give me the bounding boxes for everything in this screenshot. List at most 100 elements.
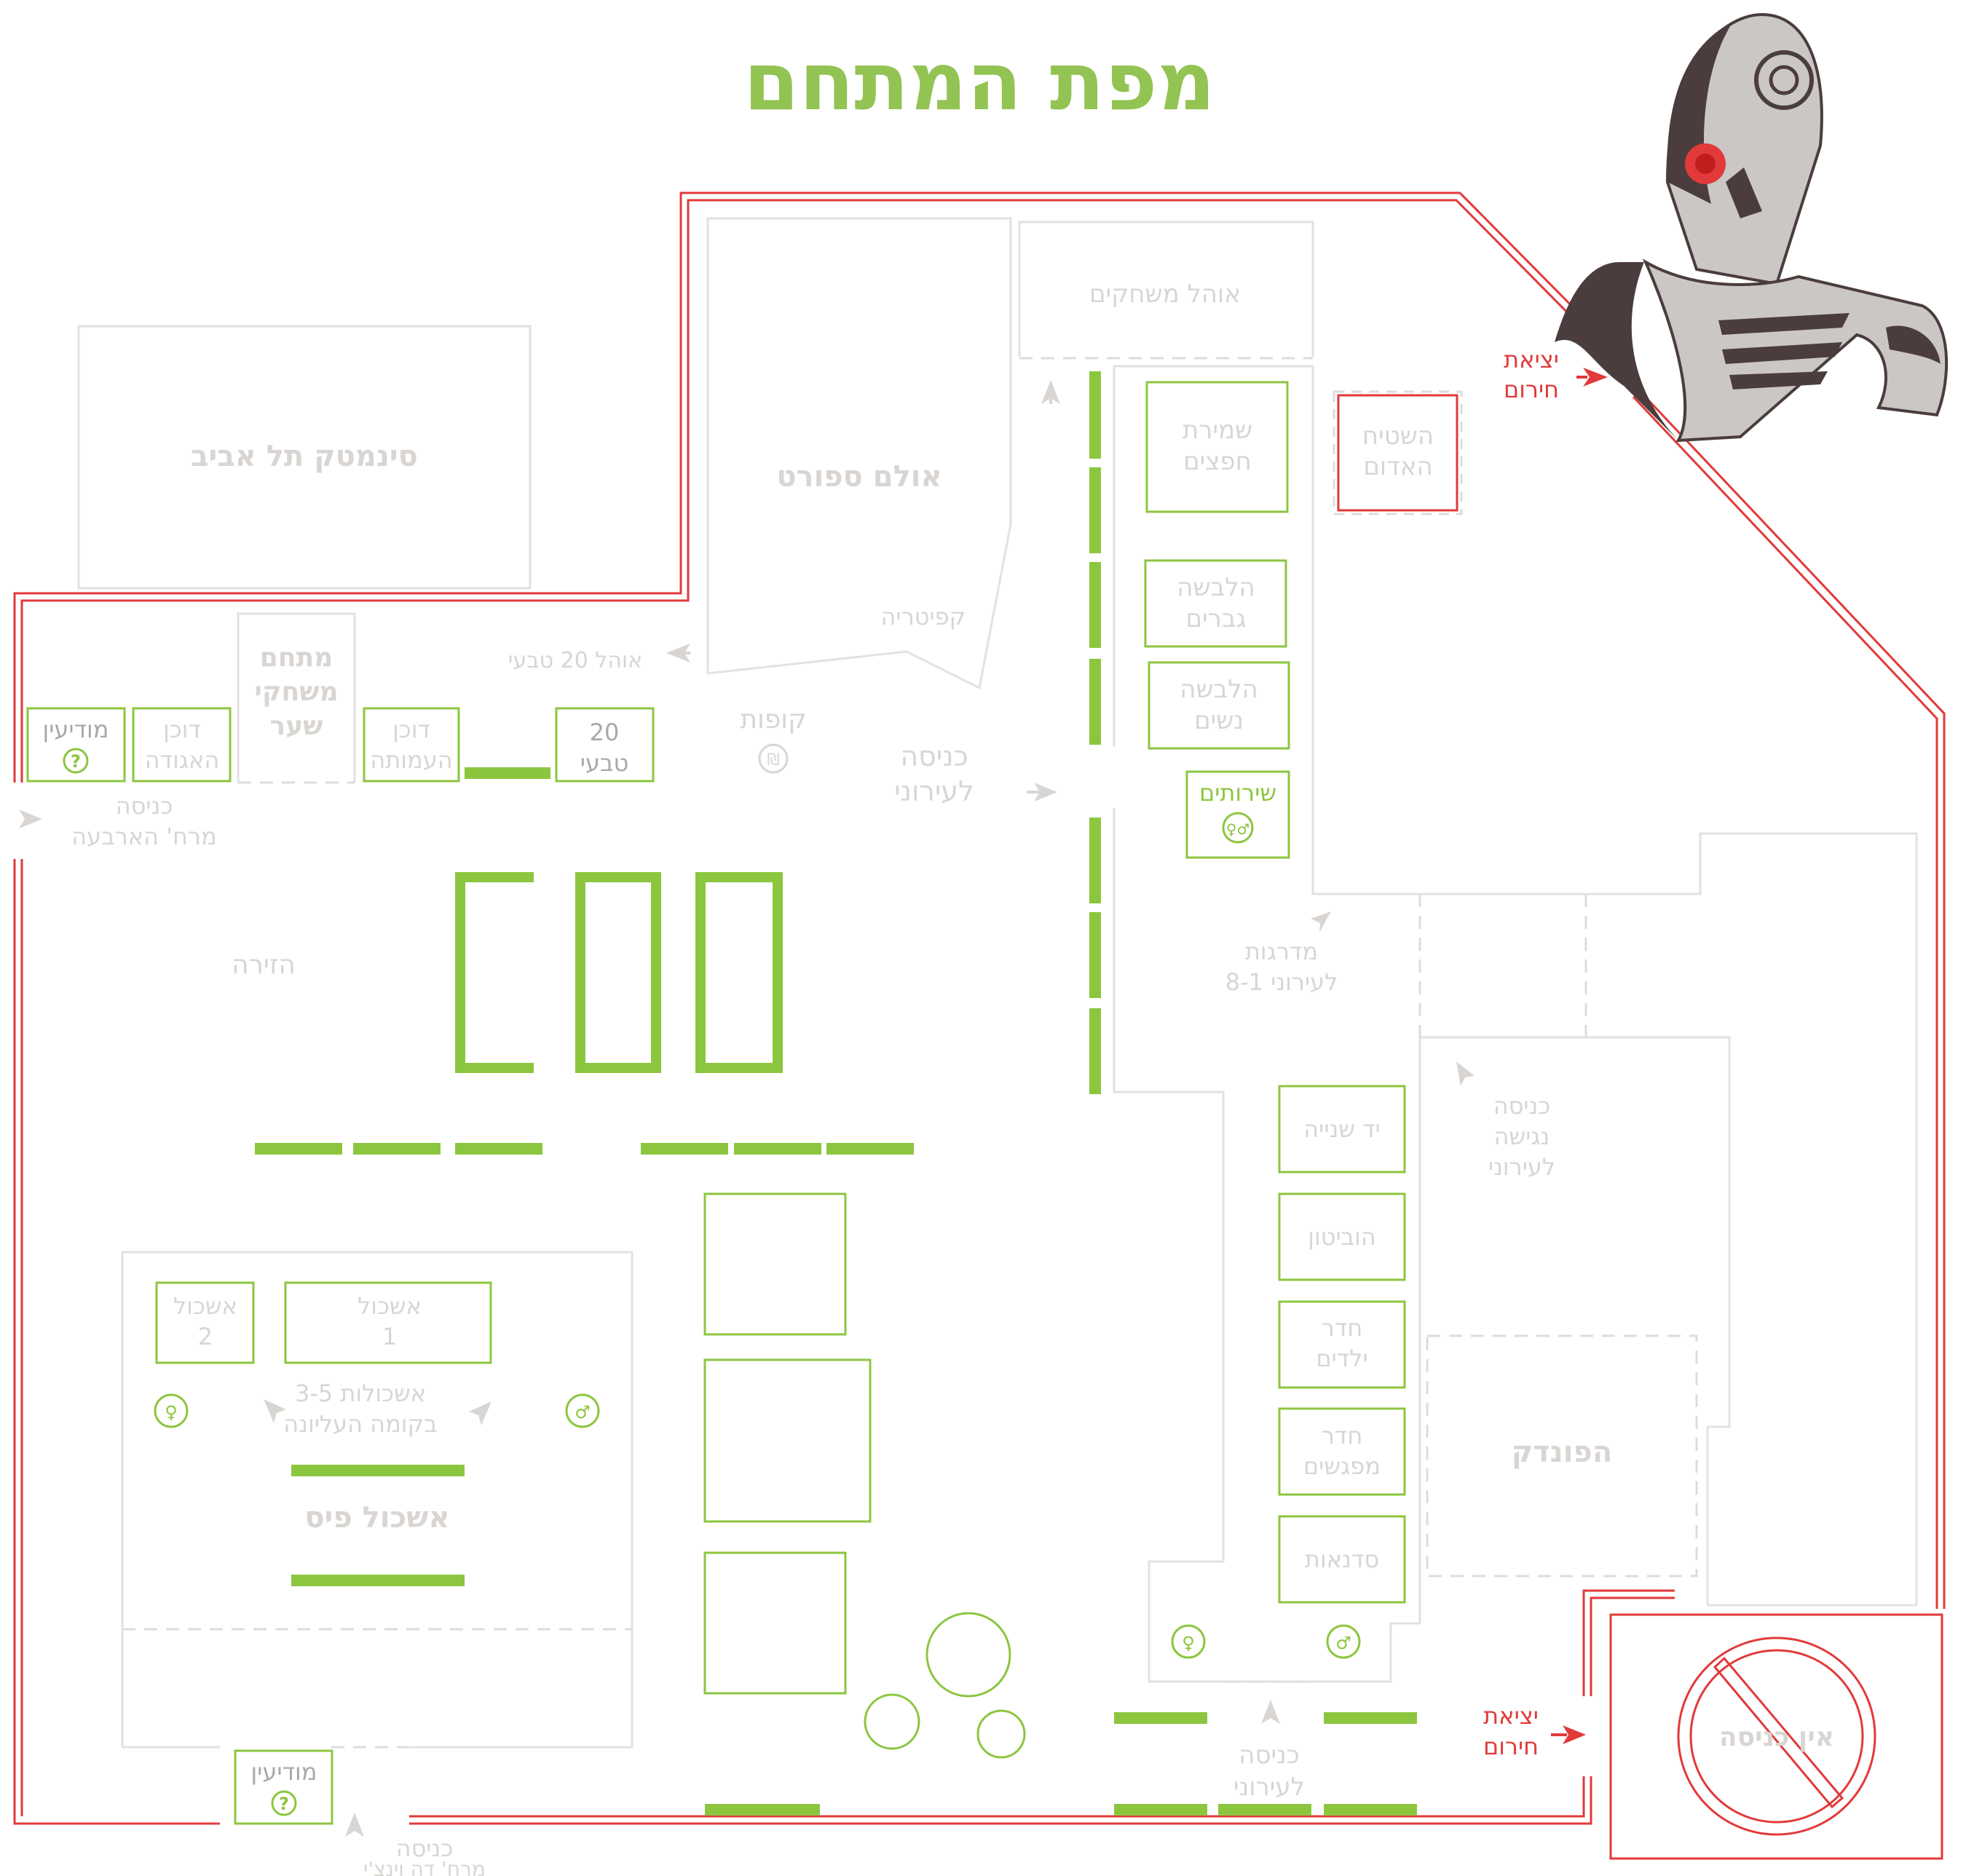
arrow-icon: [345, 1813, 364, 1837]
booth-restrooms[interactable]: שירותים ♀♂: [1185, 770, 1290, 859]
arrow-icon: [1041, 380, 1060, 404]
entrance-accessible-label-2: נגישה: [1494, 1123, 1550, 1150]
seating-area: [703, 1551, 847, 1695]
svg-text:חפצים: חפצים: [1183, 447, 1252, 476]
svg-text:אשכול: אשכול: [358, 1292, 422, 1320]
booth-meetings-room[interactable]: חדר מפגשים: [1278, 1407, 1406, 1496]
emergency-exit-bottom-1: יציאת: [1483, 1702, 1539, 1730]
svg-text:20: 20: [590, 719, 620, 746]
svg-text:סדנאות: סדנאות: [1305, 1545, 1379, 1573]
pundak-label: הפונדק: [1512, 1436, 1613, 1469]
round-table: [864, 1693, 920, 1750]
question-mark-icon: [63, 748, 89, 774]
arena-label: הזירה: [232, 950, 296, 980]
arrow-icon: [19, 810, 42, 828]
svg-text:יד שנייה: יד שנייה: [1303, 1115, 1381, 1143]
svg-text:העמותה: העמותה: [370, 746, 452, 774]
svg-text:הוביטון: הוביטון: [1308, 1223, 1375, 1251]
svg-text:האגודה: האגודה: [145, 746, 220, 774]
svg-text:1: 1: [382, 1323, 397, 1350]
svg-text:אשכול: אשכול: [173, 1292, 237, 1320]
entrance-ironi-mid-label-2: לעירוני: [894, 775, 974, 807]
svg-text:גברים: גברים: [1185, 604, 1246, 633]
exit-arrow-icon: [1583, 368, 1608, 387]
svg-text:?: ?: [71, 751, 81, 772]
svg-text:טבעי: טבעי: [580, 749, 628, 777]
booth-secondhand[interactable]: יד שנייה: [1278, 1085, 1406, 1174]
booth-cluster-2[interactable]: אשכול 2: [155, 1281, 255, 1364]
svg-text:נשים: נשים: [1194, 706, 1244, 735]
booth-aguda[interactable]: דוכן האגודה: [132, 707, 232, 783]
svg-text:שמירת: שמירת: [1183, 416, 1252, 445]
entrance-ironi-mid-label-1: כניסה: [900, 740, 968, 772]
svg-text:הלבשה: הלבשה: [1177, 573, 1255, 602]
cafeteria-label: קפיטריה: [881, 603, 966, 630]
booth-20-tevai[interactable]: 20 טבעי: [555, 707, 655, 783]
svg-text:ילדים: ילדים: [1316, 1345, 1367, 1372]
svg-text:♂: ♂: [575, 1402, 591, 1422]
entrance-arbaa-label-2: מרח' הארבעה: [71, 823, 216, 850]
round-table: [976, 1709, 1026, 1759]
arrow-icon: [264, 1399, 286, 1423]
no-entry-area: אין כניסה: [1609, 1613, 1943, 1860]
box-office-label: קופות: [740, 705, 806, 735]
arena-seating-blocks: [455, 872, 783, 1073]
svg-text:מודיעין: מודיעין: [251, 1758, 317, 1786]
svg-text:♀: ♀: [165, 1402, 178, 1422]
svg-text:♂: ♂: [1335, 1633, 1351, 1653]
booth-workshops[interactable]: סדנאות: [1278, 1515, 1406, 1604]
sport-hall-building: [706, 217, 1012, 690]
booth-amuta[interactable]: דוכן העמותה: [363, 707, 460, 783]
map-title: מפת המתחם: [743, 35, 1215, 128]
entrance-ironi-bottom-label-1: כניסה: [1239, 1741, 1299, 1770]
games-tent-label: אוהל משחקים: [1089, 280, 1241, 309]
stairs-label-2: לעירוני 8-1: [1225, 968, 1338, 996]
entrance-davinci-label-1: כניסה: [396, 1835, 454, 1862]
no-entry-icon: [1677, 1636, 1876, 1836]
svg-text:אין כניסה: אין כניסה: [1719, 1722, 1834, 1752]
arrow-icon: [1034, 783, 1057, 802]
games-tent-building: [1018, 221, 1314, 357]
booth-luggage[interactable]: שמירת חפצים: [1145, 381, 1289, 513]
stairs-label-1: מדרגות: [1245, 938, 1318, 965]
booth-info-top[interactable]: מודיעין ?: [26, 707, 126, 783]
booth-hobbyton[interactable]: הוביטון: [1278, 1192, 1406, 1281]
clusters-upper-label-1: אשכולות 3-5: [295, 1380, 426, 1407]
round-table: [925, 1612, 1011, 1698]
robot-head-illustration: [1555, 12, 1949, 443]
svg-text:חדר: חדר: [1322, 1314, 1362, 1342]
booth-cluster-1[interactable]: אשכול 1: [284, 1281, 492, 1364]
booth-men-dressing[interactable]: הלבשה גברים: [1144, 559, 1287, 648]
booth-kids-room[interactable]: חדר ילדים: [1278, 1300, 1406, 1389]
svg-text:דוכן: דוכן: [392, 716, 430, 743]
arrow-icon: [1311, 911, 1331, 933]
right-complex-outline: [1113, 365, 1918, 1607]
svg-text:2: 2: [198, 1323, 213, 1350]
svg-text:♀♂: ♀♂: [1226, 820, 1250, 838]
emergency-exit-bottom-2: חירום: [1483, 1733, 1539, 1760]
outer-wall: [13, 191, 1946, 1825]
svg-text:₪: ₪: [767, 751, 779, 769]
booth-info-bottom[interactable]: מודיעין ?: [234, 1749, 333, 1825]
booth-women-dressing[interactable]: הלבשה נשים: [1148, 661, 1290, 750]
gate-games-area: [237, 612, 356, 783]
shekel-icon: [758, 743, 789, 774]
svg-text:מפגשים: מפגשים: [1303, 1452, 1381, 1480]
entrance-ironi-bottom-label-2: לעירוני: [1233, 1773, 1305, 1802]
svg-text:מודיעין: מודיעין: [43, 716, 109, 743]
entrance-arbaa-label-1: כניסה: [116, 792, 173, 820]
entrance-accessible-label-3: לעירוני: [1488, 1153, 1555, 1181]
seating-area: [703, 1192, 847, 1336]
svg-text:שירותים: שירותים: [1199, 779, 1276, 807]
female-icon: [154, 1393, 189, 1428]
svg-text:השטיח: השטיח: [1362, 421, 1434, 451]
pis-cluster-label: אשכול פיס: [304, 1501, 449, 1535]
emergency-exit-top-1: יציאת: [1504, 346, 1559, 373]
arrow-icon: [1456, 1061, 1474, 1086]
seating-area: [703, 1358, 872, 1523]
female-icon: [1171, 1624, 1206, 1659]
cinematheque-building: [77, 325, 532, 590]
sport-hall-label: אולם ספורט: [776, 460, 941, 494]
entrance-davinci-label-2: מרח' דה וינצ'י: [363, 1857, 486, 1876]
red-carpet[interactable]: השטיח האדום: [1333, 390, 1463, 515]
